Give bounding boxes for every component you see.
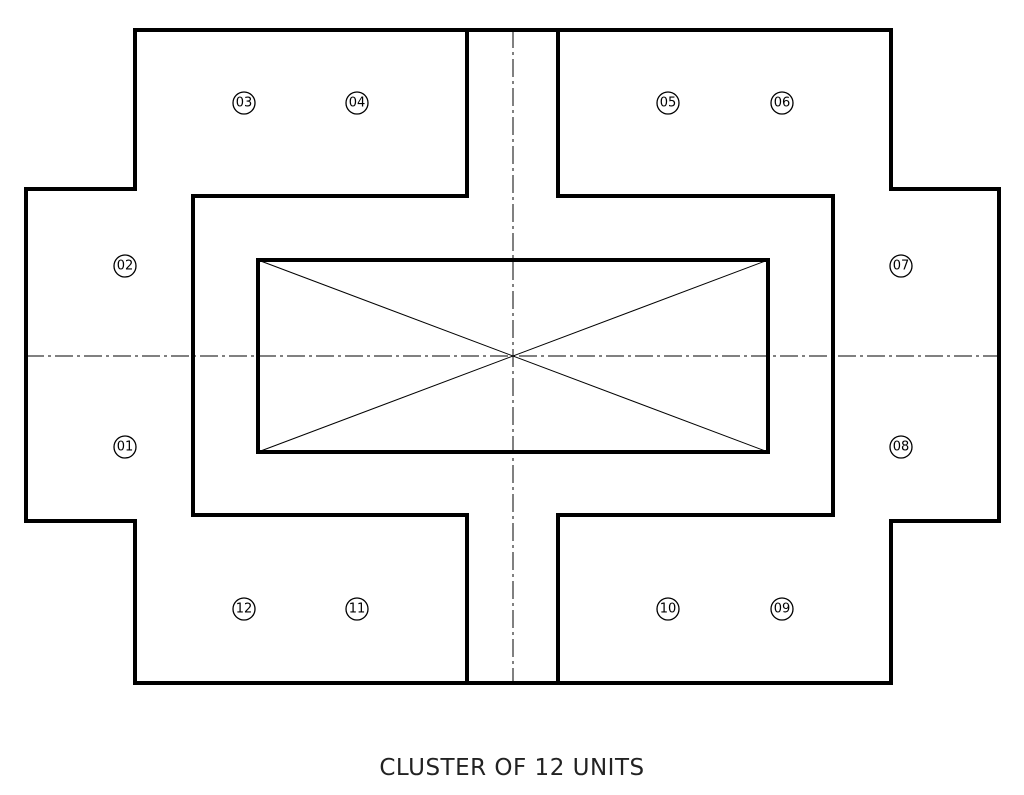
unit-label-09: 09 <box>774 602 791 617</box>
unit-marker-05: 05 <box>656 91 680 115</box>
unit-label-01: 01 <box>117 440 134 455</box>
unit-marker-08: 08 <box>889 435 913 459</box>
unit-label-03: 03 <box>236 96 253 111</box>
unit-marker-02: 02 <box>113 254 137 278</box>
unit-marker-11: 11 <box>345 597 369 621</box>
unit-label-11: 11 <box>349 602 366 617</box>
unit-marker-09: 09 <box>770 597 794 621</box>
unit-label-08: 08 <box>893 440 910 455</box>
right-building-outline <box>556 28 1001 685</box>
unit-marker-01: 01 <box>113 435 137 459</box>
unit-label-07: 07 <box>893 259 910 274</box>
unit-label-05: 05 <box>660 96 677 111</box>
unit-marker-06: 06 <box>770 91 794 115</box>
unit-marker-10: 10 <box>656 597 680 621</box>
unit-label-04: 04 <box>349 96 366 111</box>
unit-marker-04: 04 <box>345 91 369 115</box>
unit-label-02: 02 <box>117 259 134 274</box>
unit-label-12: 12 <box>236 602 253 617</box>
unit-marker-07: 07 <box>889 254 913 278</box>
unit-label-10: 10 <box>660 602 677 617</box>
unit-label-06: 06 <box>774 96 791 111</box>
unit-marker-03: 03 <box>232 91 256 115</box>
diagram-caption: CLUSTER OF 12 UNITS <box>379 755 645 781</box>
unit-marker-12: 12 <box>232 597 256 621</box>
